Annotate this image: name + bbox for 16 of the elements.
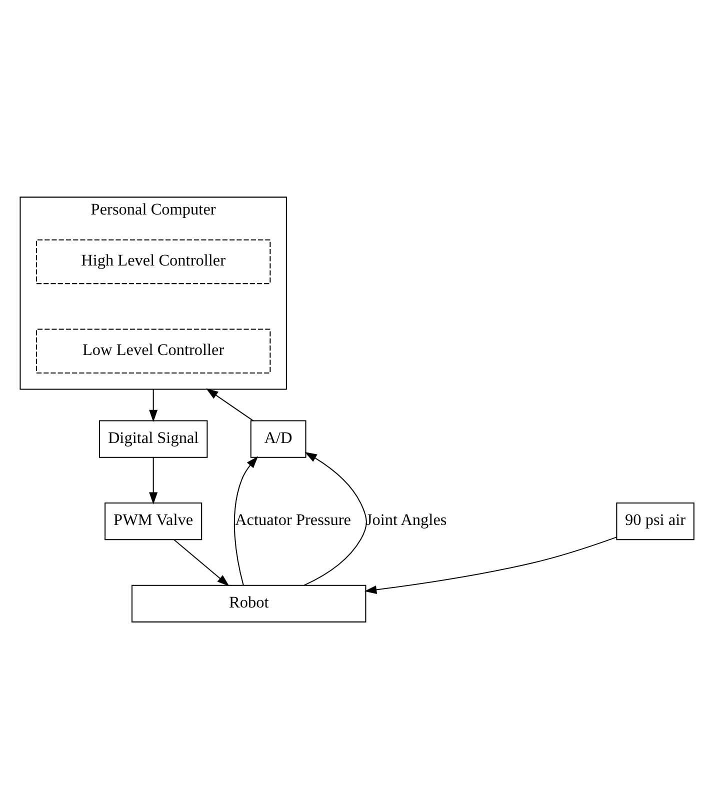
arrow	[206, 388, 254, 422]
node-box: 90 psi air	[616, 502, 694, 540]
node-box: A/D	[250, 420, 306, 458]
node-box: Low Level Controller	[36, 328, 271, 374]
node-box: PWM Valve	[104, 502, 202, 540]
node-box: Digital Signal	[98, 420, 208, 458]
arrow	[149, 389, 158, 422]
arrow	[174, 539, 230, 586]
edge-label: Actuator Pressure	[235, 511, 352, 530]
node-box: High Level Controller	[36, 239, 271, 284]
edge-label: Joint Angles	[366, 511, 447, 530]
arrow	[304, 452, 367, 586]
arrow	[364, 536, 617, 594]
arrow	[234, 456, 258, 586]
node-box: Robot	[131, 584, 366, 622]
arrow	[149, 457, 158, 504]
